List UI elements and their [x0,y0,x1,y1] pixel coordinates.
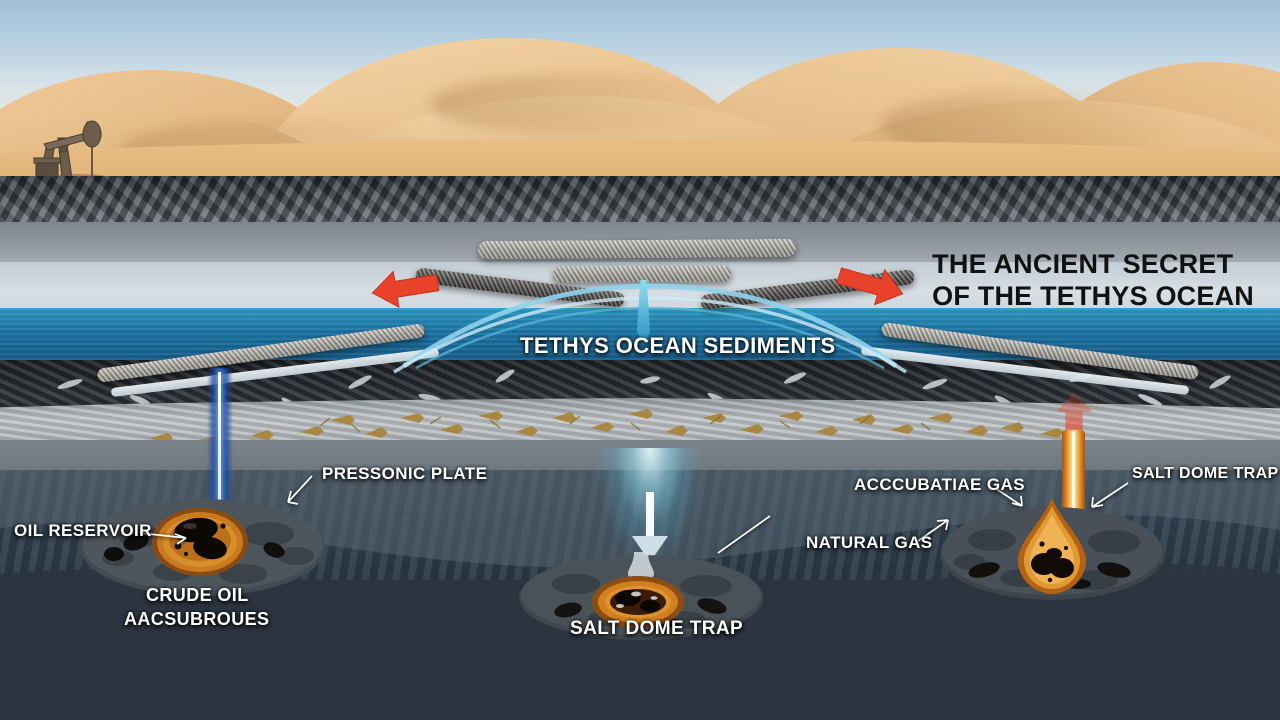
water-flow-arcs [393,283,907,374]
dune-crest-shadow-1 [430,74,730,134]
salt-dome-trap-center-pod [519,552,763,640]
accubatiae-gas-label: ACCCUBATIAE GAS [854,475,1025,494]
title-line-2: OF THE TETHYS OCEAN [932,281,1254,312]
natural-gas-label: NATURAL GAS [806,533,933,552]
crude-oil-label-line-1: CRUDE OIL [146,585,249,605]
red-arrow-right-icon [836,267,904,306]
salt-dome-cyan-downspout [637,280,650,346]
pressonic-plate-label: PRESSONIC PLATE [322,464,488,483]
blue-drill-shaft-core [218,372,221,530]
oil-reservoir-pod [81,499,325,596]
salt-dome-trap-right-label: SALT DOME TRAP [1132,465,1279,482]
page-title: THE ANCIENT SECRET OF THE TETHYS OCEAN [932,248,1254,313]
fossil-fish-overlay [150,409,1064,445]
salt-dome-trap-right-pod [940,498,1164,600]
salt-dome-trap-center-label: SALT DOME TRAP [570,618,744,639]
orange-gas-column-core [1072,432,1075,536]
red-arrow-left-icon [371,270,440,308]
oil-pump-jack-icon [33,120,110,180]
oil-reservoir-label: OIL RESERVOIR [14,521,152,540]
title-line-1: THE ANCIENT SECRET [932,249,1234,279]
crude-oil-label-line-2: AACSUBROUES [124,609,270,629]
white-down-arrow-icon [632,492,668,562]
strata-rock-crust [0,176,1280,228]
tethys-ocean-sediments-label: TETHYS OCEAN SEDIMENTS [520,333,836,358]
salt-slab-top [477,238,797,260]
desert-dunes-scene [0,0,1280,192]
